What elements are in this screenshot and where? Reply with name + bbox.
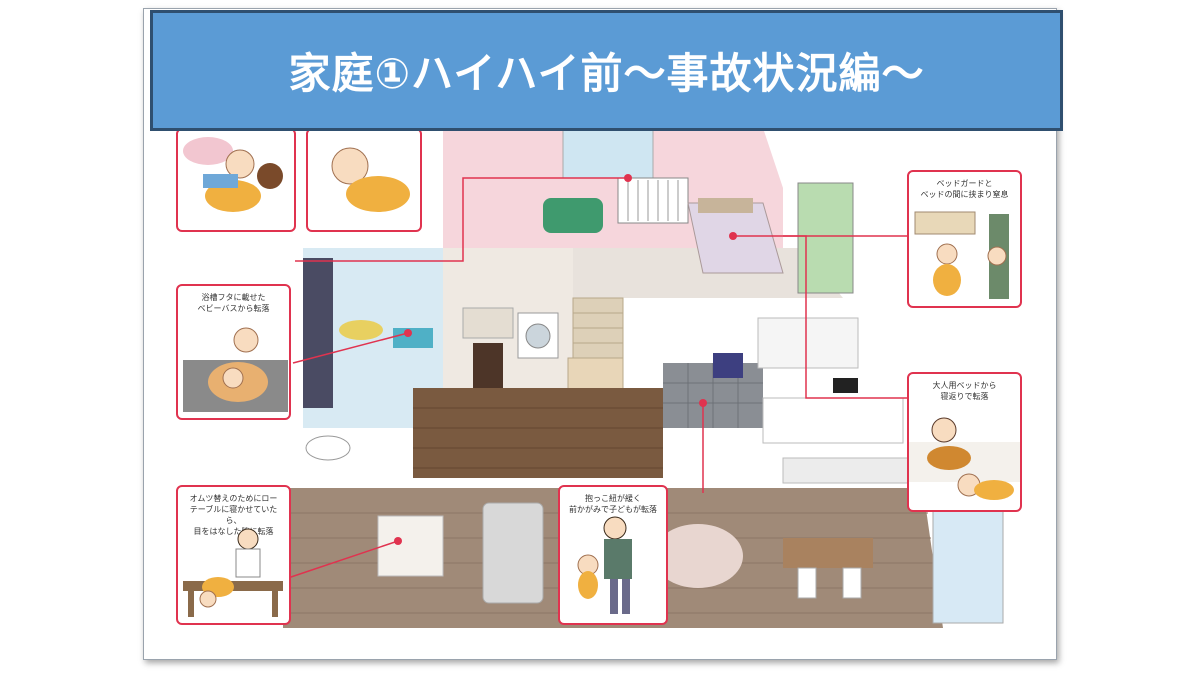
diaper-table-illustration (183, 528, 283, 617)
house-illustration (283, 127, 1004, 628)
stair-gate (567, 357, 624, 394)
sofa (482, 502, 544, 604)
kitchen-shelf (757, 317, 859, 369)
window (562, 127, 654, 179)
low-table (377, 515, 444, 577)
baby-face-down-illustration (331, 147, 410, 212)
leader-line-sleep (295, 177, 628, 262)
callout-caption: オムツ替えのためにロー テーブルに寝かせていたら、 目をはなした隙に転落 (189, 494, 278, 536)
hallway-floor (413, 388, 663, 478)
callout-bed-guard-gap: ベッドガードと ベッドの間に挟まり窒息 (907, 170, 1022, 308)
callout-carrier-lean-fall: 抱っこ紐が緩く 前かがみで子どもが転落 (558, 485, 668, 625)
callout-baby-bath-fall: 浴槽フタに載せた ベビーバスから転落 (176, 284, 291, 420)
baby-bath-illustration (183, 327, 288, 412)
bathtub-cover (393, 328, 433, 348)
marker-carrier (699, 399, 707, 407)
toilet (305, 435, 351, 461)
carrier-illustration (577, 516, 632, 614)
callout-caption: 浴槽フタに載せた ベビーバスから転落 (197, 293, 270, 313)
callout-adult-bed-fall: 大人用ベッドから 寝返りで転落 (907, 372, 1022, 512)
bed-guard-illustration (914, 211, 1009, 299)
baby-with-bear-illustration (183, 137, 283, 212)
leader-line-adult-bed (783, 235, 911, 399)
callout-caption: ベッドガードと ベッドの間に挟まり窒息 (920, 179, 1009, 199)
headboard (698, 198, 753, 213)
adult-bed-illustration (909, 417, 1020, 500)
island-counter (782, 457, 914, 484)
page-title: 家庭①ハイハイ前～事故状況編～ (288, 49, 925, 98)
marker-table (394, 537, 402, 545)
rug (653, 524, 743, 588)
marker-bed (729, 232, 737, 240)
dining-table (783, 538, 873, 568)
leader-line-table (287, 540, 399, 579)
title-banner: 家庭①ハイハイ前～事故状況編～ (150, 10, 1063, 131)
baby-bath (339, 320, 383, 340)
marker-crib (624, 174, 632, 182)
balcony (797, 182, 854, 294)
callout-sleep-face-down (306, 128, 422, 232)
callout-sleep-soft-bedding (176, 128, 296, 232)
callout-diaper-table-fall: オムツ替えのためにロー テーブルに寝かせていたら、 目をはなした隙に転落 (176, 485, 291, 625)
marker-bath (404, 329, 412, 337)
wash-basin (462, 307, 514, 339)
crib (617, 177, 689, 224)
armchair (543, 198, 603, 233)
living-window (932, 502, 1004, 624)
bathroom-wall-dark (303, 258, 333, 408)
stroller (713, 353, 743, 378)
callout-caption: 大人用ベッドから 寝返りで転落 (932, 381, 997, 401)
kitchen-counter (762, 397, 904, 444)
microwave (833, 378, 858, 393)
leader-line-bath (292, 332, 409, 364)
callout-caption: 抱っこ紐が緩く 前かがみで子どもが転落 (569, 494, 657, 514)
